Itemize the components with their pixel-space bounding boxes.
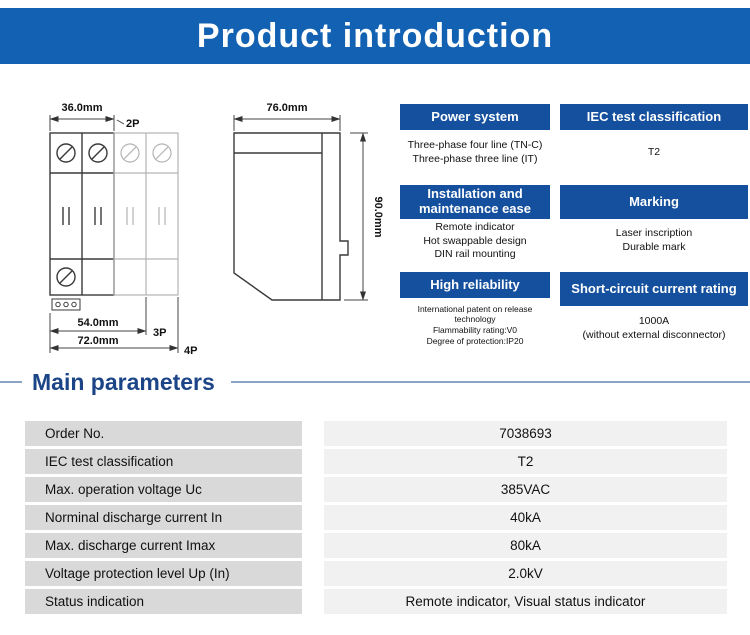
- dim-2p-width-label: 36.0mm: [62, 102, 103, 114]
- feature-line: Degree of protection:IP20: [426, 335, 524, 346]
- param-label: Voltage protection level Up (In): [25, 561, 302, 586]
- param-label: Order No.: [25, 421, 302, 446]
- param-value: 40kA: [324, 505, 727, 530]
- section-title: Main parameters: [32, 368, 215, 395]
- feature-line: International patent on release technolo…: [417, 303, 533, 325]
- feature-line: Remote indicator: [435, 221, 515, 233]
- feature-line: Flammability rating:V0: [432, 325, 518, 335]
- feature-body: T2: [560, 130, 748, 176]
- param-label: Max. discharge current Imax: [25, 533, 302, 558]
- feature-title: Installation and maintenance ease: [400, 185, 550, 219]
- pole-4p-label: 4P: [184, 345, 197, 357]
- dim-3p-width-label: 54.0mm: [78, 317, 119, 329]
- dim-4p-width-label: 72.0mm: [78, 335, 119, 347]
- technical-drawing: 36.0mm 2P 54.0mm 3P 72.0mm 4P 76.0mm 90.…: [22, 95, 390, 363]
- side-view-dimensions: [233, 115, 368, 301]
- side-view-profile: [233, 132, 349, 301]
- section-main-parameters: Main parameters: [0, 365, 750, 399]
- param-value: 2.0kV: [324, 561, 727, 586]
- feature-title: IEC test classification: [560, 104, 748, 130]
- front-view-dimensions: [49, 115, 179, 353]
- rule-right: [230, 381, 750, 383]
- rule-left: [0, 381, 22, 383]
- feature-line: Hot swappable design: [423, 234, 527, 247]
- terminal-strip: [51, 298, 81, 311]
- feature-line: Laser inscription: [615, 227, 693, 240]
- feature-body: 1000A(without external disconnector): [560, 306, 748, 352]
- param-label: IEC test classification: [25, 449, 302, 474]
- feature-title: Power system: [400, 104, 550, 130]
- feature-line: (without external disconnector): [582, 329, 726, 341]
- feature-body: International patent on release technolo…: [400, 298, 550, 352]
- spd-dimension-drawing: 36.0mm 2P 54.0mm 3P 72.0mm 4P 76.0mm 90.…: [49, 102, 384, 357]
- param-label: Max. operation voltage Uc: [25, 477, 302, 502]
- feature-line: DIN rail mounting: [434, 248, 516, 261]
- pole-3p-label: 3P: [153, 327, 166, 339]
- feature-body: Three-phase four line (TN-C)Three-phase …: [400, 130, 550, 176]
- feature-line: Three-phase four line (TN-C): [407, 139, 543, 152]
- param-value: 80kA: [324, 533, 727, 558]
- feature-title: Marking: [560, 185, 748, 219]
- feature-line: T2: [647, 146, 661, 159]
- param-value: T2: [324, 449, 727, 474]
- dim-side-width-label: 76.0mm: [267, 102, 308, 114]
- param-label: Norminal discharge current In: [25, 505, 302, 530]
- feature-line: Durable mark: [622, 241, 686, 253]
- pole-2p-label: 2P: [126, 118, 139, 130]
- param-label: Status indication: [25, 589, 302, 614]
- feature-title: Short-circuit current rating: [560, 272, 748, 306]
- page-title: Product introduction: [196, 16, 554, 55]
- dim-height-label: 90.0mm: [372, 197, 384, 238]
- feature-line: Three-phase three line (IT): [412, 153, 538, 165]
- title-banner: Product introduction: [0, 8, 750, 64]
- front-view-2p-unit: [49, 132, 115, 296]
- param-value: 385VAC: [324, 477, 727, 502]
- feature-title: High reliability: [400, 272, 550, 298]
- front-view-extension-modules: [113, 132, 179, 296]
- param-value: 7038693: [324, 421, 727, 446]
- feature-line: 1000A: [638, 315, 670, 328]
- param-value: Remote indicator, Visual status indicato…: [324, 589, 727, 614]
